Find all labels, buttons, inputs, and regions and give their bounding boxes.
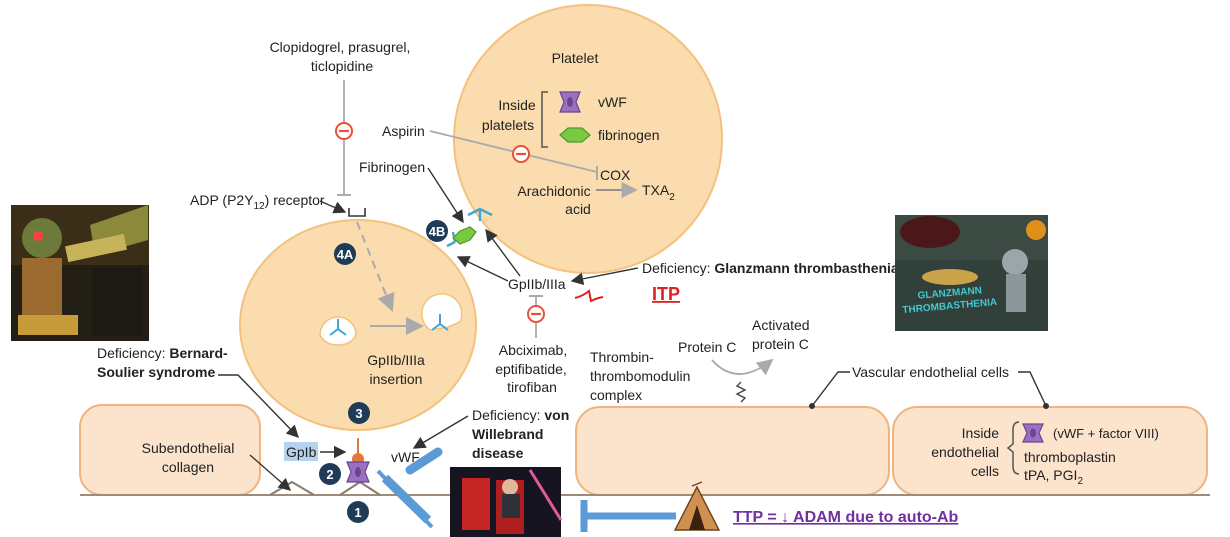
- platelet-title: Platelet: [552, 50, 599, 66]
- inside-endothelial-label-3: cells: [971, 463, 999, 479]
- activated-platelet: [239, 219, 477, 431]
- cox-label: COX: [600, 167, 631, 183]
- vascular-leader-right: [1018, 371, 1047, 407]
- gp1b-label: GpIb: [286, 444, 317, 460]
- platelet-circle: [453, 4, 723, 274]
- thrombin-label-2: thrombomodulin: [590, 368, 690, 384]
- fibrinogen-bridge-icon: [452, 226, 477, 245]
- txa2-label: TXA2: [642, 182, 675, 203]
- subendothelial-label-2: collagen: [162, 459, 214, 475]
- svg-text:2: 2: [326, 467, 333, 482]
- adp-receptor-icon: [348, 208, 366, 217]
- inside-endothelial-label: Inside: [962, 425, 1000, 441]
- step-4b-badge: 4B: [426, 220, 448, 242]
- inside-endothelial-bracket: [1006, 421, 1020, 475]
- step-3-badge: 3: [348, 402, 370, 424]
- abciximab-label-2: eptifibatide,: [495, 361, 567, 377]
- gp2b3a-to-lower: [456, 256, 509, 282]
- vwd-label: Deficiency: von: [472, 407, 569, 423]
- gp2b3a-to-upper: [485, 228, 521, 277]
- glanzmann-deficiency-label: Deficiency: Glanzmann thrombasthenia: [642, 260, 899, 276]
- fibrinogen-receptor-label: Fibrinogen: [359, 159, 425, 175]
- endo-vwf-icon: [1022, 423, 1044, 443]
- insertion-label-2: insertion: [370, 371, 423, 387]
- svg-text:4B: 4B: [429, 224, 446, 239]
- activated-protein-c-label-2: protein C: [752, 336, 809, 352]
- aspirin-label: Aspirin: [382, 123, 425, 139]
- vwf-icon: [559, 91, 581, 113]
- step-1-badge: 1: [347, 501, 369, 523]
- vwd-label-3: disease: [472, 445, 524, 461]
- clopidogrel-inhibit-icon: [335, 122, 353, 140]
- thrombomodulin-icon: [735, 381, 747, 403]
- collagen-leader: [249, 454, 292, 491]
- fibrinogen-icon: [559, 127, 591, 143]
- endothelial-content-2: thromboplastin: [1024, 449, 1116, 465]
- adp-leader: [319, 200, 347, 214]
- bernard-leader: [218, 374, 299, 439]
- aspirin-inhibit-icon: [512, 145, 530, 163]
- protein-c-label: Protein C: [678, 339, 736, 355]
- bernard-soulier-label: Deficiency: Bernard-: [97, 345, 228, 361]
- vwf-label: vWF: [391, 449, 420, 465]
- teepee-icon: [673, 481, 721, 531]
- adp-receptor-label: ADP (P2Y12) receptor: [190, 192, 325, 212]
- clopidogrel-label: Clopidogrel, prasugrel,: [270, 39, 411, 55]
- insertion-label: GpIIb/IIIa: [367, 352, 425, 368]
- vascular-label: Vascular endothelial cells: [852, 364, 1009, 380]
- step-2-badge: 2: [319, 463, 341, 485]
- arachidonic-acid-label-2: acid: [565, 201, 591, 217]
- vwd-leader: [412, 415, 469, 449]
- ttp-annotation: TTP = ↓ ADAM due to auto-Ab: [733, 509, 959, 526]
- thrombin-label: Thrombin-: [590, 349, 654, 365]
- svg-text:1: 1: [354, 505, 361, 520]
- vascular-leader-right-dot: [1043, 403, 1049, 409]
- svg-text:4A: 4A: [337, 247, 354, 262]
- thrombin-label-3: complex: [590, 387, 642, 403]
- activated-protein-c-label: Activated: [752, 317, 810, 333]
- subendothelial-label: Subendothelial: [142, 440, 235, 456]
- inside-bracket: [541, 91, 548, 148]
- platelet-fibrinogen-label: fibrinogen: [598, 127, 660, 143]
- itp-label: ITP: [652, 284, 680, 304]
- vwd-label-2: Willebrand: [472, 426, 543, 442]
- bernard-soulier-label-2: Soulier syndrome: [97, 364, 215, 380]
- svg-text:3: 3: [355, 406, 362, 421]
- inside-platelets-label: Inside: [498, 97, 536, 113]
- chair-photo: [450, 467, 563, 537]
- blade-icon: [376, 447, 443, 529]
- gp2b3a-label: GpIIb/IIIa: [508, 276, 566, 292]
- endothelial-content-3: tPA, PGI2: [1024, 467, 1083, 487]
- itp-scribble: [574, 289, 604, 303]
- glanzmann-leader: [570, 267, 639, 286]
- abciximab-label: Abciximab,: [499, 342, 567, 358]
- clopidogrel-label-2: ticlopidine: [311, 58, 373, 74]
- step-4a-badge: 4A: [334, 243, 356, 265]
- platelet-vwf-label: vWF: [598, 94, 627, 110]
- glanzmann-thrombasthenia-poster: GLANZMANN THROMBASTHENIA: [895, 215, 1048, 331]
- protein-c-arrow: [711, 358, 774, 376]
- arachidonic-acid-label: Arachidonic: [517, 183, 590, 199]
- endothelial-content-1: (vWF + factor VIII): [1053, 426, 1159, 441]
- left-poster-image: [11, 205, 149, 341]
- vessel-base: [79, 404, 1210, 496]
- receptor-upper-icon: [467, 207, 493, 221]
- vascular-leader-left: [811, 371, 850, 407]
- fibrinogen-leader: [427, 167, 464, 224]
- inside-platelets-label-2: platelets: [482, 117, 534, 133]
- endothelial-vwf-icon: [346, 461, 370, 483]
- abciximab-label-3: tirofiban: [507, 379, 557, 395]
- gp1b-highlight: [284, 442, 318, 461]
- vascular-leader-left-dot: [809, 403, 815, 409]
- inside-endothelial-label-2: endothelial: [931, 444, 999, 460]
- abciximab-inhibit-icon: [527, 305, 545, 323]
